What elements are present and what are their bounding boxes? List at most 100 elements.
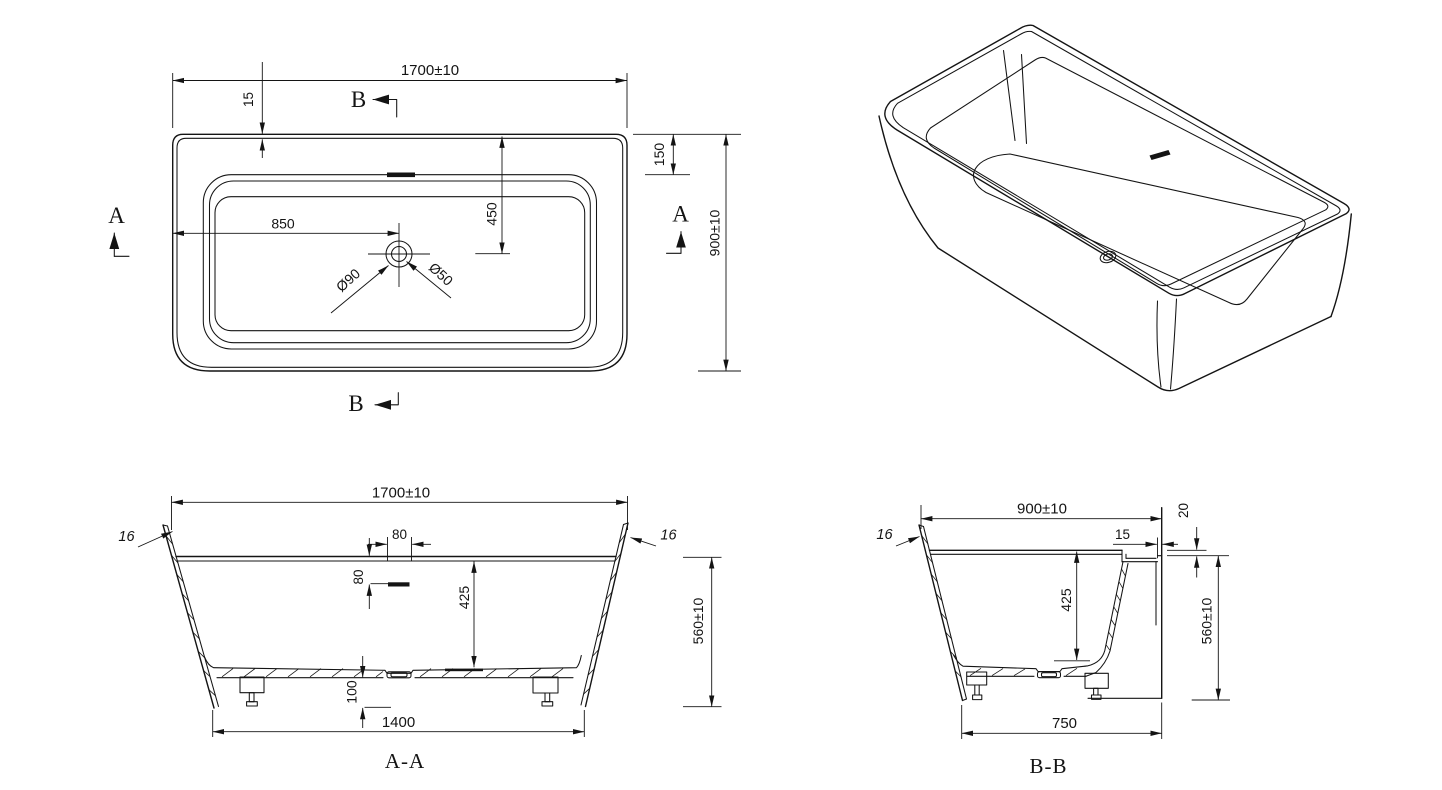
- aa-dim-overflow-drop: 80: [351, 538, 388, 609]
- bb-basin-back-shell-hatch: [1105, 568, 1126, 651]
- dim-top-lip: 15: [241, 62, 265, 158]
- label-drain-hole: Ø50: [406, 259, 457, 299]
- aa-foot-right: [532, 676, 559, 707]
- section-b-bottom-arrow: [374, 392, 399, 410]
- iso-drain: [1099, 250, 1117, 264]
- iso-front-corner-edge-1: [1169, 298, 1178, 390]
- aa-right-wall-hatch: [583, 533, 626, 695]
- aa-dim-wall-left: 16: [118, 529, 173, 548]
- dim-top-width-text: 900±10: [707, 209, 723, 256]
- bb-foot-front: [966, 671, 988, 701]
- tub-outer-edge: [172, 133, 628, 372]
- aa-foot-left: [239, 676, 265, 707]
- dim-drain-from-back: 450: [475, 136, 510, 255]
- dim-drain-from-left-text: 850: [271, 216, 295, 232]
- aa-dim-overflow-width: 80: [368, 527, 431, 562]
- top-view-tub-outline: [172, 133, 628, 372]
- bb-dim-ledge-drop: 20: [1167, 503, 1229, 578]
- dim-top-length-text: 1700±10: [401, 62, 459, 79]
- tub-basin-opening: [214, 196, 586, 332]
- iso-basin-opening: [925, 56, 1329, 287]
- aa-dim-length-text: 1700±10: [372, 485, 430, 502]
- bb-dim-height-text: 560±10: [1199, 597, 1215, 644]
- bb-dim-back-lip-text: 15: [1115, 527, 1130, 542]
- section-aa: 1700±10: [118, 485, 722, 773]
- iso-basin-floor: [973, 153, 1306, 306]
- bb-dim-back-lip: 15: [1113, 527, 1178, 547]
- bb-foot-back: [1084, 672, 1109, 700]
- bb-label: B-B: [1029, 754, 1067, 778]
- bb-dim-depth: 425: [1054, 551, 1090, 662]
- top-view-drain: [368, 223, 430, 287]
- tub-outer-edge-inner-line: [176, 137, 624, 368]
- aa-dim-bottom-clearance-text: 100: [344, 680, 360, 704]
- section-a-right-letter: A: [672, 202, 689, 227]
- bb-rim-and-ledge: [928, 549, 1163, 563]
- aa-dim-height: 560±10: [683, 556, 722, 708]
- bb-dim-ledge-drop-text: 20: [1176, 503, 1191, 518]
- aa-left-wall: [162, 524, 220, 709]
- dim-back-deck-text: 150: [651, 143, 667, 167]
- aa-right-wall: [580, 522, 629, 708]
- bb-basin-back-shell: [1084, 561, 1129, 677]
- iso-outer-rim: [884, 24, 1350, 297]
- aa-left-wall-hatch: [165, 535, 216, 696]
- dim-back-deck: 150: [633, 133, 741, 176]
- iso-rim-lip-line: [892, 30, 1341, 290]
- aa-dim-overflow-drop-text: 80: [351, 569, 366, 584]
- dim-top-lip-text: 15: [241, 92, 256, 107]
- dim-top-length: 1700±10: [172, 62, 628, 128]
- bb-dim-depth-text: 425: [1058, 588, 1074, 612]
- section-a-left-letter: A: [108, 203, 125, 228]
- section-b-bottom-letter: B: [348, 391, 363, 416]
- bb-dim-width-text: 900±10: [1017, 501, 1067, 518]
- section-marker-b-bottom: B: [348, 391, 399, 416]
- iso-front-corner-edge-2: [1156, 300, 1162, 388]
- top-view: 1700±10 15 B B A A 85: [108, 62, 741, 416]
- aa-dim-wall-left-text: 16: [118, 529, 135, 545]
- bb-front-wall: [918, 524, 968, 702]
- label-drain-recess: Ø90: [330, 265, 389, 314]
- aa-dim-base-length-text: 1400: [382, 714, 415, 731]
- aa-label: A-A: [385, 749, 425, 773]
- overflow-slot: [387, 172, 415, 178]
- bb-dim-base-width-text: 750: [1052, 715, 1077, 732]
- aa-dim-depth-text: 425: [456, 586, 472, 610]
- bb-dim-base-width: 750: [961, 702, 1163, 739]
- aa-drain-fitting: [386, 671, 412, 679]
- bb-dim-width: 900±10: [920, 501, 1162, 529]
- iso-body-silhouette: [878, 115, 1332, 392]
- iso-right-corner-edge: [1330, 213, 1352, 318]
- section-marker-a-left: A: [108, 203, 130, 257]
- bb-dim-wall-text: 16: [876, 527, 893, 543]
- iso-view: [878, 24, 1352, 392]
- bb-front-wall-hatch: [921, 535, 962, 678]
- bb-drain-fitting: [1036, 671, 1062, 679]
- iso-overflow-slot: [1149, 150, 1171, 160]
- aa-dim-bottom-clearance: 100: [344, 656, 391, 728]
- aa-dim-wall-right: 16: [630, 528, 677, 547]
- aa-dim-wall-right-text: 16: [660, 528, 677, 544]
- section-bb: 900±10 16: [876, 501, 1230, 778]
- section-b-top-letter: B: [351, 87, 366, 112]
- dim-drain-from-back-text: 450: [484, 202, 500, 226]
- aa-dim-depth: 425: [456, 561, 477, 668]
- aa-dim-overflow-width-text: 80: [392, 527, 407, 542]
- dim-top-width: 900±10: [698, 134, 741, 372]
- tub-deck-inner-edge-2: [208, 180, 591, 344]
- aa-overflow-slot: [388, 582, 410, 587]
- aa-floor: [203, 654, 582, 679]
- label-drain-hole-text: Ø50: [426, 259, 457, 289]
- aa-dim-height-text: 560±10: [690, 597, 706, 644]
- section-marker-b-top: B: [351, 87, 398, 118]
- aa-floor-hatch: [221, 668, 564, 678]
- aa-floor-thick-mark: [445, 668, 483, 672]
- aa-dim-base-length: 1400: [212, 710, 585, 737]
- iso-back-wall-inner-edges: [1002, 49, 1028, 145]
- bb-floor: [952, 654, 1087, 679]
- aa-dim-length: 1700±10: [171, 485, 628, 530]
- dim-drain-from-left: 850: [172, 216, 400, 237]
- section-b-top-arrow: [372, 94, 398, 118]
